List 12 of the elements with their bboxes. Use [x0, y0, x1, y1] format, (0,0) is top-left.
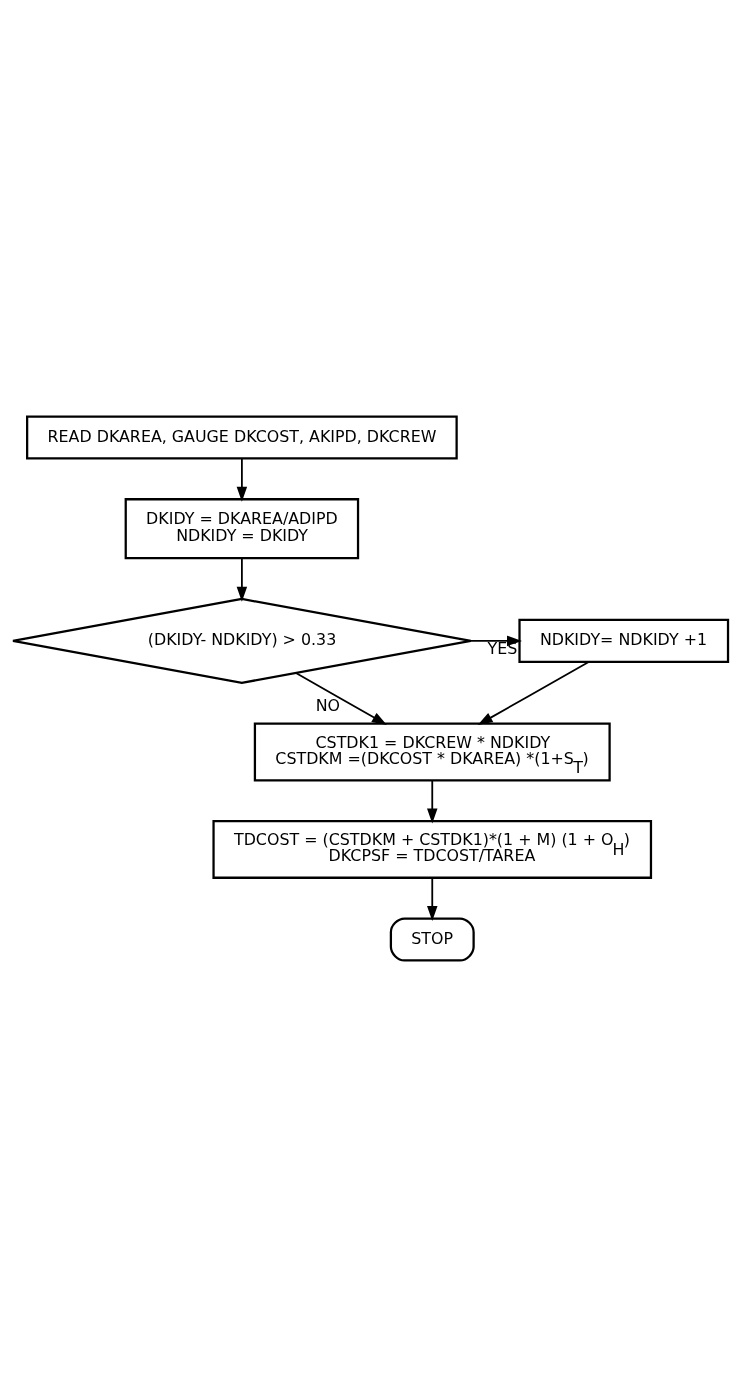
edge-label: NO — [315, 695, 341, 715]
arrow — [295, 671, 387, 725]
node-box: READ DKAREA, GAUGE DKCOST, AKIPD, DKCREW — [26, 414, 458, 460]
node-diamond: (DKIDY- NDKIDY) > 0.33 — [11, 597, 472, 684]
arrow — [427, 876, 438, 921]
node-box: NDKIDY= NDKIDY +1 — [518, 618, 730, 663]
arrow — [236, 557, 248, 602]
arrow — [236, 457, 248, 502]
arrow — [427, 779, 438, 824]
arrow — [477, 660, 590, 725]
node-box: STOP — [389, 916, 475, 962]
node-box: DKIDY = DKAREA/ADIPD NDKIDY = DKIDY — [124, 497, 360, 559]
